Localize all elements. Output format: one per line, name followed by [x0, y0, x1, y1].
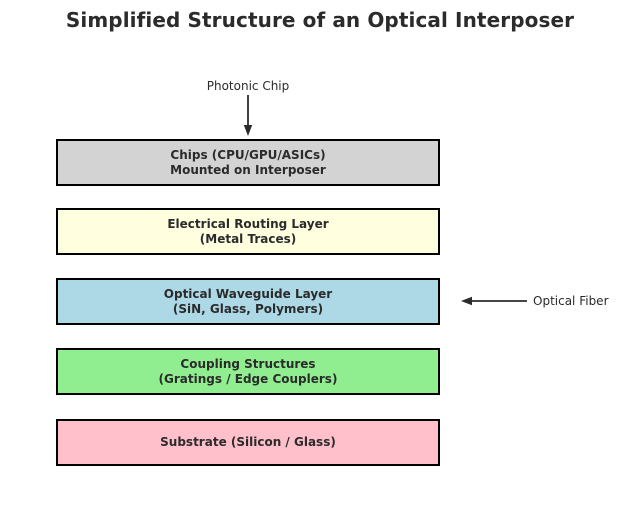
page-title: Simplified Structure of an Optical Inter… [65, 8, 575, 32]
layer-label-line2: (Gratings / Edge Couplers) [158, 371, 338, 386]
layer-box-coupling-structures[interactable]: Coupling Structures (Gratings / Edge Cou… [56, 348, 440, 395]
arrow-head [243, 125, 253, 136]
arrow-photonic-chip [243, 95, 253, 136]
layer-label-line1: Chips (CPU/GPU/ASICs) [170, 147, 326, 162]
layer-label-line1: Substrate (Silicon / Glass) [160, 435, 336, 449]
layer-label-line1: Coupling Structures [180, 356, 316, 371]
layer-box-electrical-routing[interactable]: Electrical Routing Layer (Metal Traces) [56, 208, 440, 255]
layer-box-optical-waveguide[interactable]: Optical Waveguide Layer (SiN, Glass, Pol… [56, 278, 440, 325]
layer-label-line2: (SiN, Glass, Polymers) [172, 301, 324, 316]
layer-label-line2: (Metal Traces) [199, 231, 297, 246]
layer-label-line2: Mounted on Interposer [170, 162, 326, 177]
arrow-optical-fiber [461, 296, 527, 306]
layer-label-line1: Optical Waveguide Layer [163, 286, 333, 301]
layer-box-chips[interactable]: Chips (CPU/GPU/ASICs) Mounted on Interpo… [56, 139, 440, 186]
layer-box-substrate[interactable]: Substrate (Silicon / Glass) [56, 419, 440, 466]
arrow-head [461, 296, 472, 306]
layer-label-line1: Electrical Routing Layer [167, 216, 329, 231]
annotation-label-optical-fiber: Optical Fiber [533, 294, 609, 308]
annotation-label-photonic-chip: Photonic Chip [206, 79, 290, 93]
